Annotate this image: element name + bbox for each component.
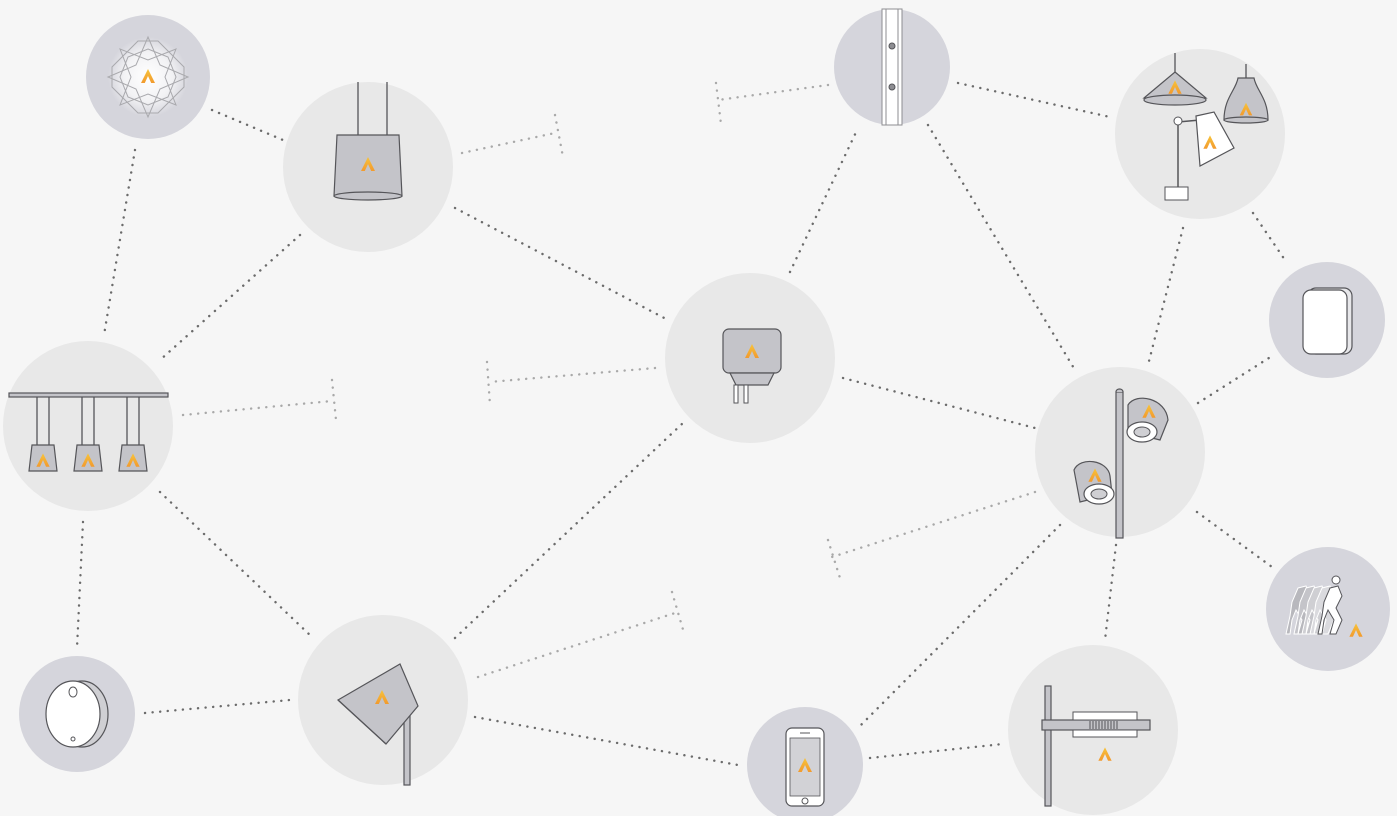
connection-lines <box>75 81 1289 767</box>
link-bar-smoke <box>75 520 85 650</box>
node-floor-lamp[interactable] <box>298 615 468 786</box>
open-link-pendant-cap <box>553 113 565 159</box>
faint-open-links <box>181 81 1037 679</box>
open-link-spot <box>830 490 1037 559</box>
link-spot-switch <box>1196 354 1274 405</box>
link-flower-bar <box>102 148 137 337</box>
track-light-icon <box>1041 685 1151 807</box>
open-link-plug <box>487 366 657 384</box>
link-bar-floor <box>158 490 314 639</box>
link-rail-collection <box>956 81 1112 119</box>
open-link-bar-cap <box>330 378 338 422</box>
node-spot-lamp[interactable] <box>1035 367 1205 539</box>
node-track-light[interactable] <box>1008 645 1178 815</box>
motion-sensor-icon <box>1285 575 1363 637</box>
link-spot-motion <box>1195 510 1274 569</box>
lamp-collection-icon <box>1142 53 1269 201</box>
link-flower-pendant <box>210 108 285 142</box>
link-plug-spot <box>841 376 1037 430</box>
open-link-spot-cap <box>826 538 842 580</box>
flower-lamp-icon <box>106 35 190 119</box>
link-smoke-floor <box>143 698 292 715</box>
node-motion-sensor[interactable] <box>1266 547 1390 671</box>
open-link-bar <box>181 399 334 417</box>
open-link-floor-cap <box>670 590 686 635</box>
link-collection-switch <box>1251 211 1289 265</box>
node-lamp-collection[interactable] <box>1115 49 1285 219</box>
link-plug-rail <box>788 126 860 274</box>
link-pendant-plug <box>453 206 670 322</box>
spot-lamp-icon <box>1073 388 1169 539</box>
open-link-plug-cap <box>485 360 492 407</box>
link-floor-plug <box>453 421 685 640</box>
wall-switch-icon <box>1302 287 1353 355</box>
link-floor-phone <box>473 715 740 767</box>
device-nodes <box>3 8 1390 816</box>
floor-lamp-icon <box>336 663 419 786</box>
node-bar-pendant-lamps[interactable] <box>3 341 173 511</box>
node-wall-rail[interactable] <box>834 8 950 126</box>
node-flower-lamp[interactable] <box>86 15 210 139</box>
node-smoke-detector[interactable] <box>19 656 135 772</box>
pendant-lamp-icon <box>333 82 403 201</box>
plug-gateway-icon <box>722 328 782 404</box>
link-rail-spot <box>926 123 1077 372</box>
node-smartphone[interactable] <box>747 707 863 816</box>
bar-pendant-lamps-icon <box>8 392 169 472</box>
node-plug-gateway[interactable] <box>665 273 835 443</box>
smartphone-icon <box>785 727 825 807</box>
link-phone-track <box>868 742 1005 760</box>
open-link-rail-cap <box>714 81 723 126</box>
node-pendant-lamp[interactable] <box>283 82 453 252</box>
smoke-detector-icon <box>45 680 109 748</box>
open-link-rail <box>716 83 830 102</box>
link-pendant-bar <box>158 233 302 362</box>
link-collection-spot <box>1146 226 1185 367</box>
open-link-floor <box>476 611 677 679</box>
node-wall-switch[interactable] <box>1269 262 1385 378</box>
link-spot-track <box>1103 543 1118 642</box>
wall-rail-icon <box>881 8 903 126</box>
open-link-pendant <box>460 131 557 155</box>
